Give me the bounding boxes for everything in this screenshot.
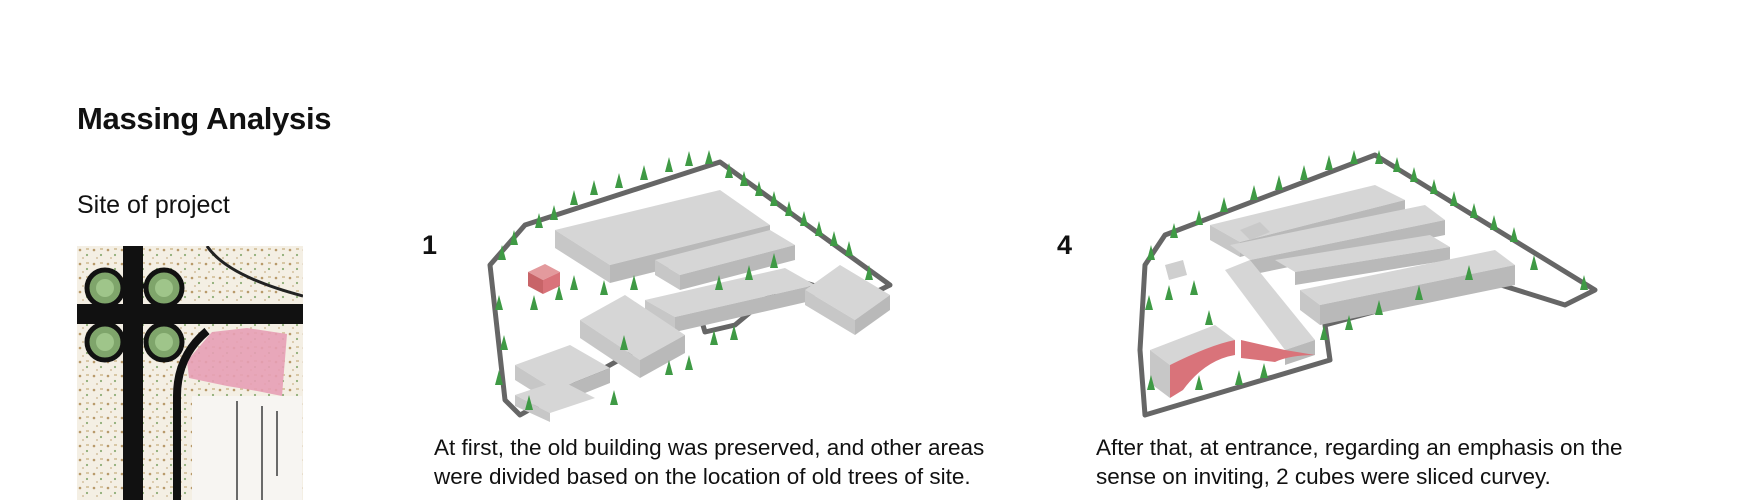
massing-diagram-step-4 (1125, 150, 1605, 430)
caption-line: were divided based on the location of ol… (434, 462, 1034, 491)
massing-diagram-step-1 (470, 150, 950, 430)
site-label: Site of project (77, 191, 230, 220)
preserved-building (528, 264, 560, 294)
caption-line: At first, the old building was preserved… (434, 433, 1034, 462)
step-number-1: 1 (422, 230, 437, 261)
page-title: Massing Analysis (77, 101, 331, 137)
site-plan-map (77, 246, 303, 500)
step-1-caption: At first, the old building was preserved… (434, 433, 1034, 491)
caption-line: After that, at entrance, regarding an em… (1096, 433, 1736, 462)
step-number-4: 4 (1057, 230, 1072, 261)
step-4-caption: After that, at entrance, regarding an em… (1096, 433, 1736, 491)
caption-line: sense on inviting, 2 cubes were sliced c… (1096, 462, 1736, 491)
